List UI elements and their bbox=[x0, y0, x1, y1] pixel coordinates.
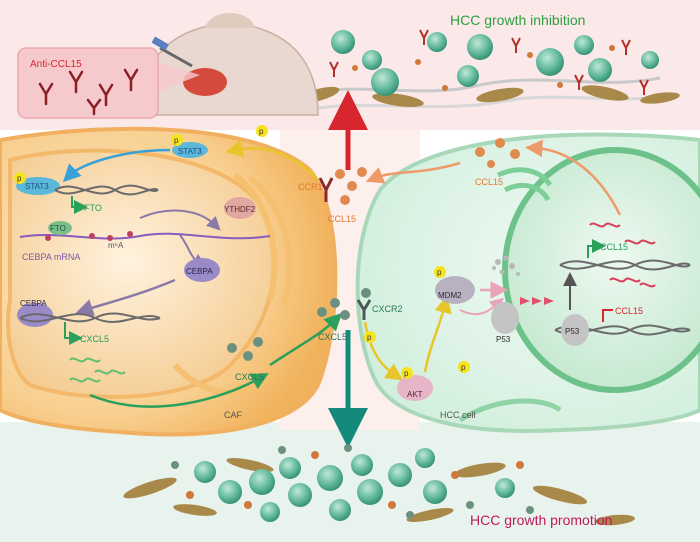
ccr1-label: CCR1 bbox=[298, 182, 323, 192]
mdm2-label: MDM2 bbox=[438, 291, 462, 300]
cebpa-protein-label: CEBPA bbox=[186, 267, 213, 276]
p-mdm2-label: p bbox=[437, 268, 442, 277]
ccl15-secreted-dots bbox=[475, 138, 520, 168]
ccl15-secretion-arrow bbox=[525, 139, 622, 216]
cxcr2-receptor bbox=[317, 288, 372, 320]
cxcl5-secreted-label: CXCL5 bbox=[235, 372, 264, 382]
ccr1-receptor bbox=[318, 167, 367, 205]
ccl15-gene-up-label: CCL15 bbox=[600, 242, 628, 252]
cxcr2-label: CXCR2 bbox=[372, 304, 403, 314]
ythdf2-protein bbox=[224, 197, 256, 219]
p53-degradation-fragments bbox=[492, 255, 520, 276]
ccl15-to-ccr1-arrow bbox=[365, 161, 461, 184]
bottom-tissue bbox=[123, 444, 635, 526]
stat3-nucleus-label: STAT3 bbox=[25, 182, 49, 191]
p53-cytoplasm bbox=[491, 302, 519, 334]
fto-protein-label: FTO bbox=[50, 224, 66, 233]
syringe bbox=[159, 46, 193, 68]
caf-label: CAF bbox=[224, 410, 243, 420]
anti-ccl15-inset bbox=[17, 47, 200, 119]
cxcl5-center-label: CXCL5 bbox=[318, 332, 347, 342]
ythdf2-label: YTHDF2 bbox=[224, 205, 256, 214]
anti-ccl15-label: Anti-CCL15 bbox=[30, 59, 82, 70]
akt-protein bbox=[397, 375, 433, 401]
p-top-2: p bbox=[259, 127, 264, 136]
stat3-top-label: STAT3 bbox=[178, 147, 202, 156]
cebpa-mrna-label: CEBPA mRNA bbox=[22, 252, 80, 262]
stat3-protein-top bbox=[172, 142, 208, 158]
cxcl5-gene-label: CXCL5 bbox=[80, 334, 109, 344]
p-stat3-label: p bbox=[17, 174, 22, 183]
p53-nucleus-label: P53 bbox=[565, 327, 580, 336]
cxcl5-dna bbox=[19, 312, 161, 323]
hcc-cell-label: HCC cell bbox=[440, 410, 476, 420]
m6a-label: m⁶A bbox=[108, 241, 124, 250]
p-cxcr2-label: p bbox=[367, 333, 372, 342]
title-promotion: HCC growth promotion bbox=[470, 512, 612, 528]
fto-dna bbox=[54, 184, 159, 196]
fto-gene-label: FTO bbox=[84, 203, 102, 213]
stat3-protein-nucleus bbox=[16, 177, 60, 195]
cxcl5-mrna bbox=[69, 357, 126, 383]
stat3-translocation-arrow bbox=[62, 148, 171, 183]
ccr1-activation-arrow bbox=[225, 139, 319, 181]
mdm2-protein bbox=[435, 276, 475, 304]
hcc-cell bbox=[355, 132, 700, 433]
p-top-1: p bbox=[174, 136, 179, 145]
akt-label: AKT bbox=[407, 390, 423, 399]
cebpa-protein-cytoplasm bbox=[184, 258, 220, 282]
cebpa-mrna-strand bbox=[19, 232, 271, 240]
title-inhibition: HCC growth inhibition bbox=[450, 12, 585, 28]
ccl15-right-label: CCL15 bbox=[475, 177, 503, 187]
caf-cell bbox=[0, 126, 338, 437]
p-akt-label: p bbox=[404, 369, 409, 378]
fto-protein bbox=[48, 221, 72, 235]
p-lower-label: p bbox=[461, 363, 466, 372]
p53-cyto-label: P53 bbox=[496, 335, 511, 344]
ccl15-center-label: CCL15 bbox=[328, 214, 356, 224]
nuclear-import-chevrons bbox=[520, 297, 554, 305]
ccl15-mrna bbox=[589, 222, 656, 288]
p53-nucleus bbox=[561, 314, 589, 346]
cebpa-dna-label: CEBPA bbox=[20, 299, 47, 308]
ccl15-gene-down-label: CCL15 bbox=[615, 306, 643, 316]
